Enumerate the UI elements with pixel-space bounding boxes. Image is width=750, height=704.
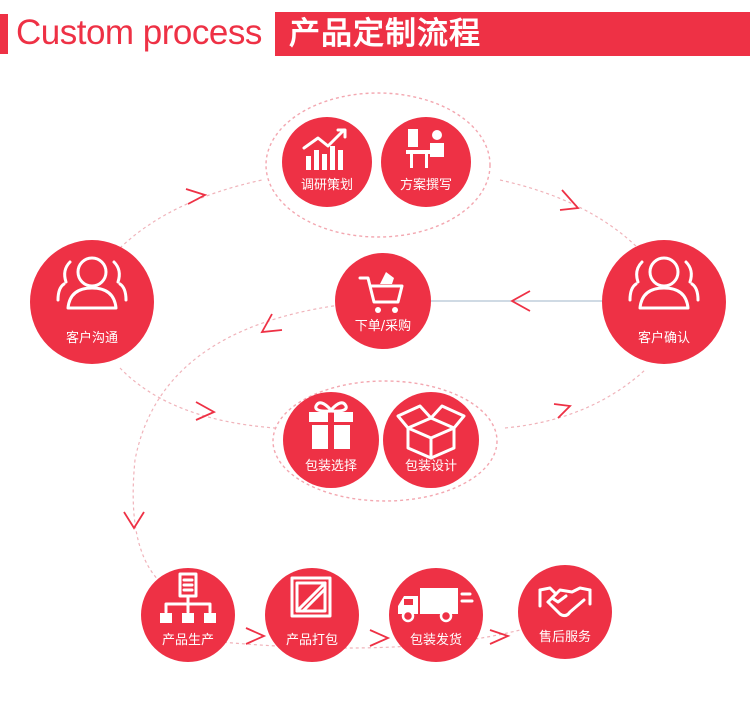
people-icon (628, 256, 700, 310)
arrow-up-right (553, 403, 572, 419)
flow-line-research-to-confirmation (499, 179, 641, 251)
node-proposal-label: 方案撰写 (400, 177, 452, 193)
arrow-to-production (123, 511, 145, 530)
node-shipping-label: 包装发货 (410, 632, 462, 648)
factory-hierarchy-icon (160, 572, 216, 623)
title-english: Custom process (16, 13, 262, 52)
flow-line-communication-to-packaging (119, 367, 276, 429)
node-shipping: 包装发货 (389, 568, 483, 662)
node-after-sales-label: 售后服务 (539, 629, 591, 645)
header-accent-bar (0, 14, 8, 54)
node-production: 产品生产 (141, 568, 235, 662)
flow-line-communication-to-research (119, 179, 263, 249)
node-order-purchase: 下单/采购 (335, 253, 431, 349)
arrow-down-left (260, 313, 283, 334)
crate-icon (290, 576, 332, 618)
title-chinese: 产品定制流程 (289, 16, 481, 52)
arrow-to-packaging (195, 401, 217, 421)
flow-line-production-to-aftersales (199, 629, 521, 649)
node-research: 调研策划 (282, 117, 372, 207)
shopping-cart-icon (358, 272, 404, 313)
node-customer-communication-label: 客户沟通 (66, 330, 118, 346)
node-order-purchase-label: 下单/采购 (355, 318, 411, 334)
node-customer-confirmation-label: 客户确认 (638, 330, 690, 346)
arrow-to-shipping (369, 629, 391, 647)
node-proposal: 方案撰写 (381, 117, 471, 207)
node-packing: 产品打包 (265, 568, 359, 662)
node-after-sales: 售后服务 (518, 565, 612, 659)
node-customer-communication: 客户沟通 (30, 240, 154, 364)
node-packaging-selection-label: 包装选择 (305, 459, 357, 474)
arrow-to-order (510, 290, 531, 312)
flow-line-order-to-production (132, 304, 341, 591)
bar-chart-icon (302, 128, 347, 170)
node-research-label: 调研策划 (301, 177, 353, 193)
open-box-icon (396, 404, 466, 460)
page-header: Custom process 产品定制流程 (0, 0, 750, 60)
people-icon (56, 256, 128, 310)
node-packaging-design: 包装设计 (383, 392, 479, 488)
handshake-icon (538, 586, 592, 618)
node-packing-label: 产品打包 (286, 633, 338, 648)
gift-box-icon (309, 401, 353, 449)
node-packaging-selection: 包装选择 (283, 392, 379, 488)
arrow-to-confirmation (559, 189, 580, 211)
node-production-label: 产品生产 (162, 633, 214, 648)
flow-line-packaging-to-confirmation (504, 369, 646, 429)
node-customer-confirmation: 客户确认 (602, 240, 726, 364)
arrow-to-research (185, 188, 208, 205)
person-at-desk-icon (406, 129, 444, 168)
arrow-to-aftersales (489, 629, 511, 645)
node-packaging-design-label: 包装设计 (405, 459, 457, 474)
delivery-truck-icon (398, 588, 474, 623)
title-chinese-banner: 产品定制流程 (275, 12, 750, 56)
arrow-to-packing (245, 627, 267, 645)
